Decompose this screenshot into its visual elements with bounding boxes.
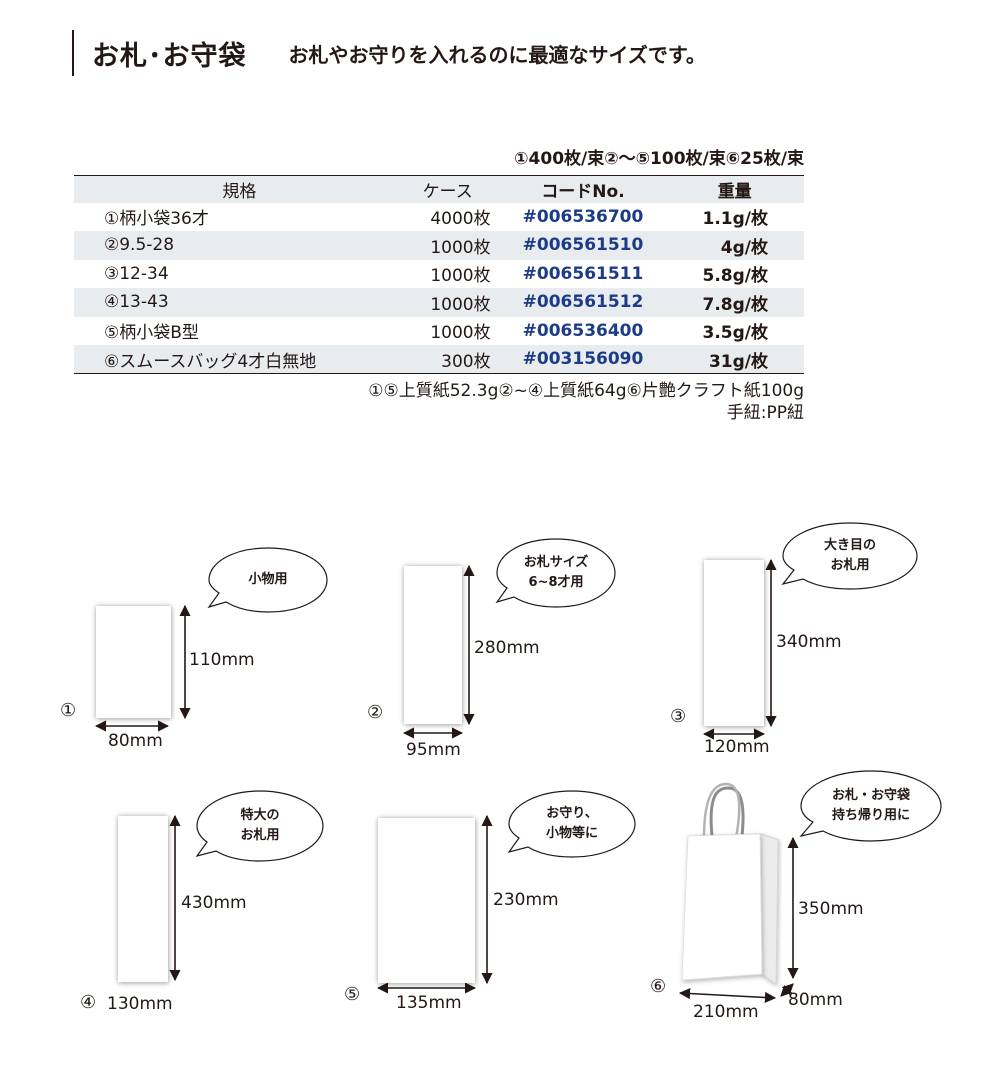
cell-code: #006536700 [522, 206, 644, 227]
speech-bubble-5: お守り、 小物等に [507, 790, 636, 858]
width-label: 120mm [704, 737, 770, 757]
header-case: ケース [404, 175, 501, 203]
bag-1 [96, 606, 171, 718]
header-code: コードNo. [500, 175, 666, 203]
cell-weight: 31g/枚 [665, 345, 804, 374]
cell-code: #003156090 [500, 345, 666, 374]
table-row: ⑥スムースバッグ4才白無地 300枚 #003156090 31g/枚 [74, 345, 804, 374]
cell-name: ③12-34 [104, 263, 169, 284]
bag-2 [404, 566, 462, 724]
header-weight: 重量 [665, 175, 804, 203]
item-number: ④ [80, 992, 97, 1013]
speech-bubble-6: お札・お守袋 持ち帰り用に [799, 770, 942, 842]
width-label: 95mm [406, 740, 461, 760]
bundle-note: ①400枚/束②～⑤100枚/束⑥25枚/束 [514, 149, 804, 169]
bubble-text: お札・お守袋 持ち帰り用に [831, 788, 910, 823]
bubble-text: お札サイズ 6~8才用 [523, 555, 589, 590]
height-label: 280mm [474, 638, 540, 658]
speech-bubble-3: 大き目の お札用 [781, 522, 918, 590]
width-label: 80mm [108, 731, 163, 751]
speech-bubble-1: 小物用 [207, 547, 328, 613]
width-label: 210mm [693, 1002, 759, 1022]
cell-name: ⑤柄小袋B型 [104, 323, 199, 344]
item-number: ⑥ [650, 976, 667, 997]
cell-case: 4000枚 [430, 209, 491, 230]
cell-code: #006561511 [522, 263, 644, 284]
cell-code: #006536400 [522, 320, 644, 341]
height-label: 350mm [798, 899, 864, 919]
item-number: ① [60, 700, 77, 721]
material-note-paper: ①⑤上質紙52.3g②~④上質紙64g⑥片艶クラフト紙100g [368, 381, 804, 401]
speech-bubble-2: お札サイズ 6~8才用 [495, 538, 616, 608]
shopping-bag-6 [681, 782, 779, 985]
spec-table: 規格 ケース コードNo. 重量 ①柄小袋36才 4000枚 #00653670… [74, 175, 804, 374]
height-label: 430mm [181, 893, 247, 913]
bag-5 [378, 818, 475, 983]
table-row: ④13-43 1000枚 #006561512 7.8g/枚 [74, 288, 804, 317]
table-row: ③12-34 1000枚 #006561511 5.8g/枚 [74, 260, 804, 289]
material-note: ①⑤上質紙52.3g②~④上質紙64g⑥片艶クラフト紙100g 手紐:PP紐 [368, 380, 804, 424]
cell-weight: 4g/枚 [665, 231, 804, 260]
cell-name: ①柄小袋36才 [104, 209, 209, 230]
cell-name: ④13-43 [74, 288, 405, 317]
cell-weight: 5.8g/枚 [702, 266, 769, 287]
page-header: お札･お守袋 お札やお守りを入れるのに最適なサイズです。 [72, 30, 706, 76]
cell-name: ②9.5-28 [74, 231, 405, 260]
bubble-text: 小物用 [248, 572, 288, 587]
header-name: 規格 [74, 175, 405, 203]
cell-code: #006561512 [500, 288, 666, 317]
height-label: 230mm [493, 890, 559, 910]
page-title: お札･お守袋 [92, 40, 247, 72]
item-number: ② [367, 702, 384, 723]
table-row: ②9.5-28 1000枚 #006561510 4g/枚 [74, 231, 804, 260]
cell-case: 1000枚 [430, 323, 491, 344]
width-label: 135mm [396, 993, 462, 1013]
cell-weight: 3.5g/枚 [702, 323, 769, 344]
speech-bubble-4: 特大の お札用 [195, 790, 324, 862]
cell-case: 300枚 [404, 345, 501, 374]
cell-case: 1000枚 [404, 231, 501, 260]
item-number: ⑤ [344, 984, 361, 1005]
depth-label: 80mm [788, 990, 843, 1010]
bubble-text: 大き目の お札用 [823, 538, 876, 573]
bag-3 [704, 560, 764, 726]
bag-4 [118, 816, 168, 982]
material-note-handle: 手紐:PP紐 [726, 403, 804, 423]
cell-code: #006561510 [500, 231, 666, 260]
cell-case: 1000枚 [404, 288, 501, 317]
cell-case: 1000枚 [430, 266, 491, 287]
width-label: 130mm [107, 994, 173, 1014]
table-row: ⑤柄小袋B型 1000枚 #006536400 3.5g/枚 [74, 317, 804, 346]
cell-weight: 7.8g/枚 [665, 288, 804, 317]
page-subtitle: お札やお守りを入れるのに最適なサイズです。 [288, 42, 706, 67]
item-number: ③ [670, 706, 687, 727]
bubble-text: 特大の お札用 [240, 808, 280, 843]
cell-name: ⑥スムースバッグ4才白無地 [74, 345, 405, 374]
height-label: 110mm [189, 650, 255, 670]
bubble-text: お守り、 小物等に [545, 806, 598, 841]
cell-weight: 1.1g/枚 [702, 209, 769, 230]
height-label: 340mm [776, 632, 842, 652]
table-header-row: 規格 ケース コードNo. 重量 [74, 175, 804, 203]
table-row: ①柄小袋36才 4000枚 #006536700 1.1g/枚 [74, 203, 804, 232]
